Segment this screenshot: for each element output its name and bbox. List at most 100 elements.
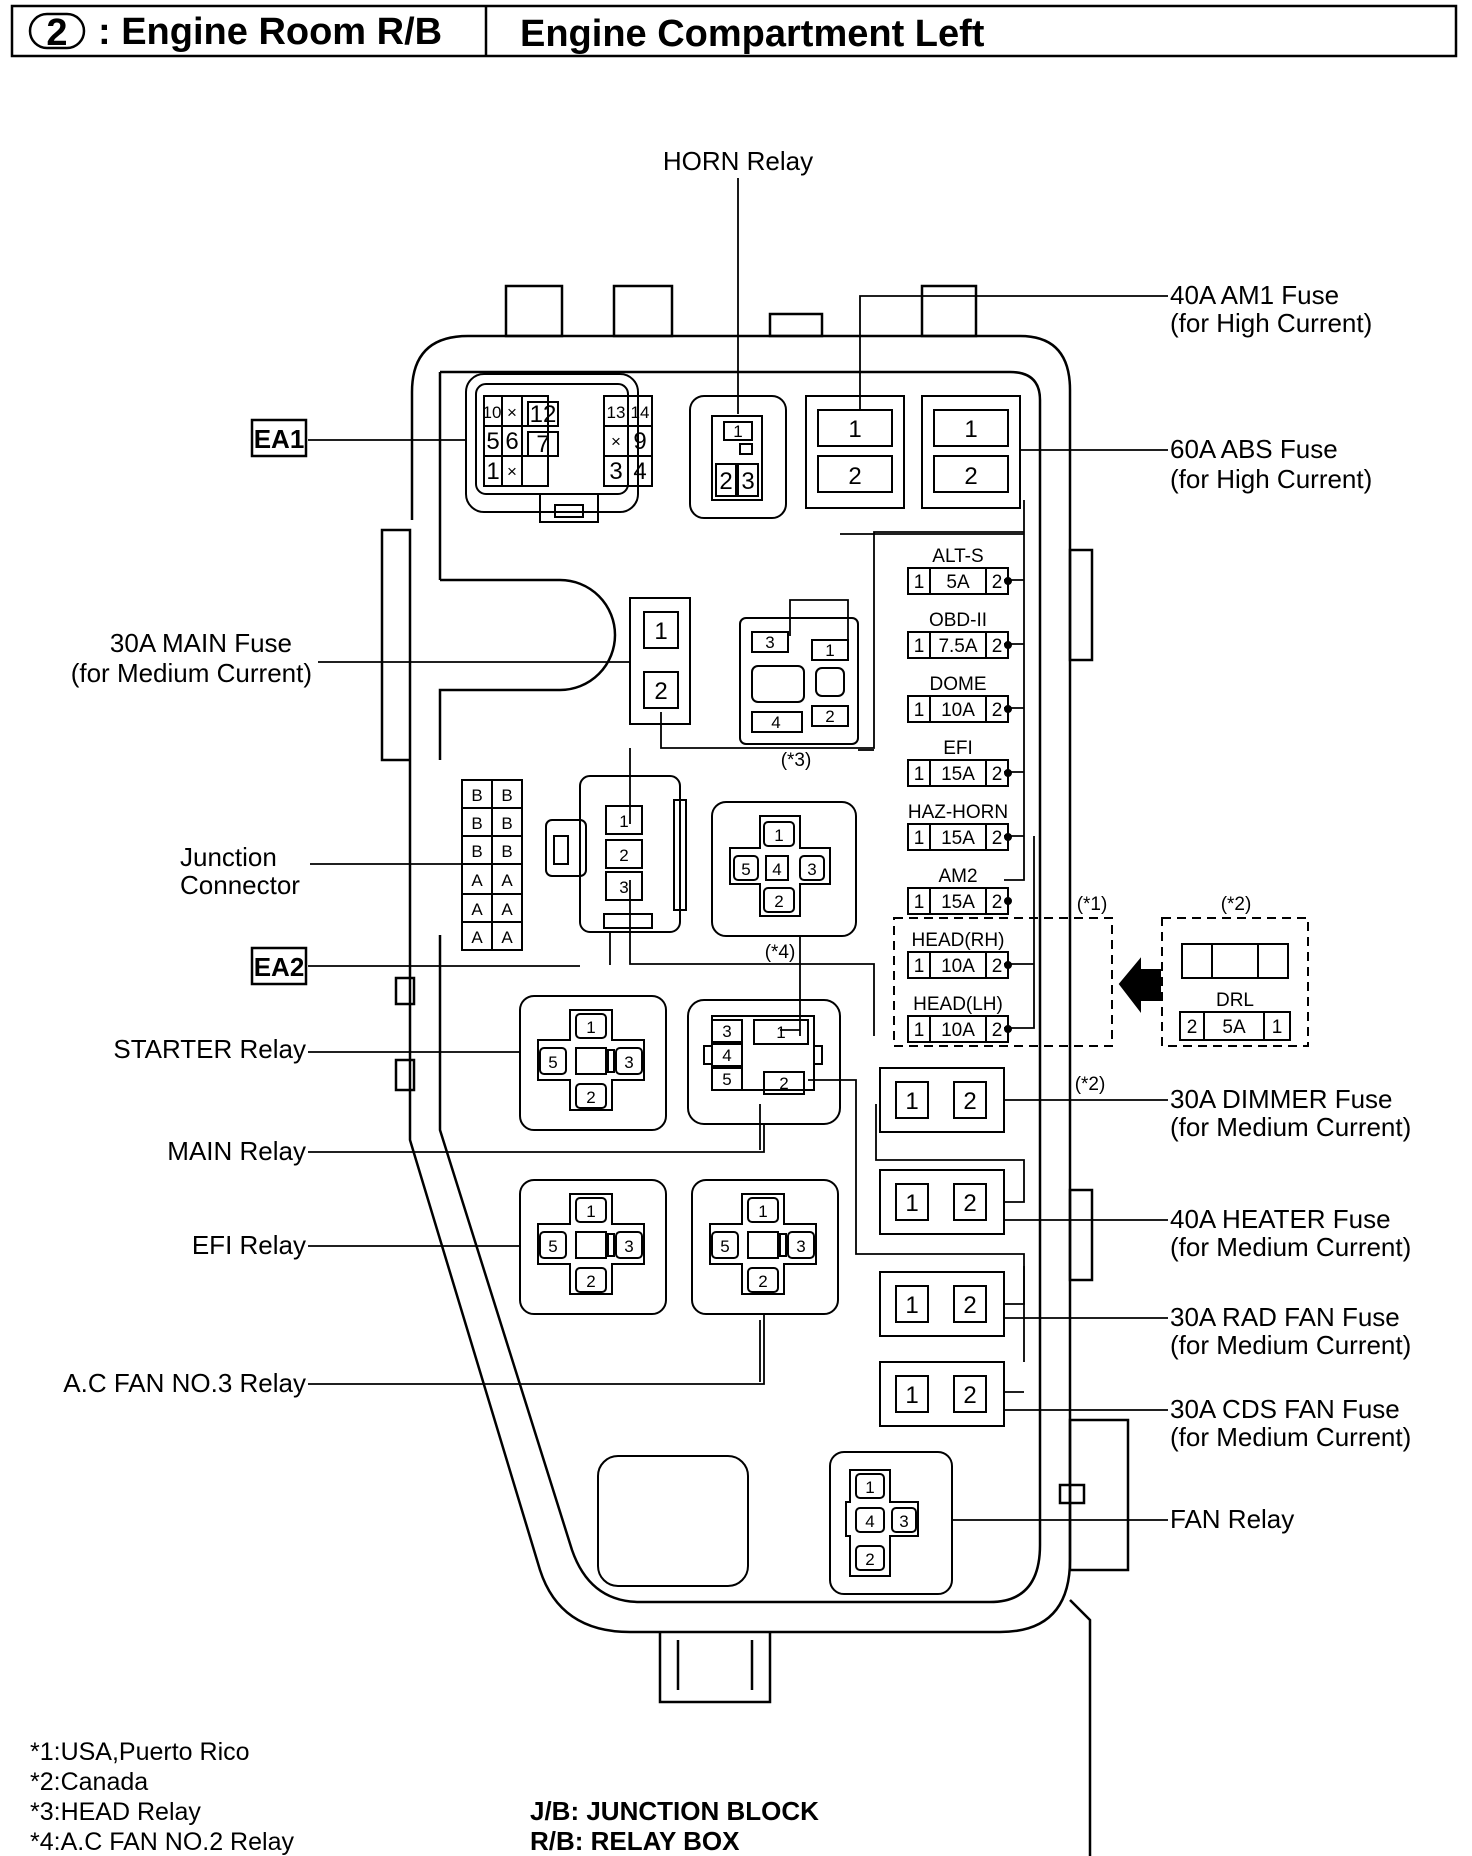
- jc-a3: A: [471, 900, 483, 919]
- leader-lines: [308, 178, 1168, 1521]
- junction-label-2: Connector: [180, 870, 300, 900]
- main-relay-label: MAIN Relay: [167, 1136, 306, 1166]
- main-relay-pin-4: 4: [722, 1046, 731, 1065]
- mini-fuse-name: DOME: [930, 674, 987, 695]
- main-fuse-pin-1: 1: [654, 618, 667, 645]
- abs-fuse-label: 60A ABS Fuse: [1170, 434, 1338, 464]
- mini-fuse-amp: 7.5A: [938, 636, 977, 657]
- head-relay-pin-1: 1: [825, 641, 834, 660]
- ea2-connector: 1 2 3: [545, 775, 687, 933]
- acfan2-pin-3: 3: [807, 860, 816, 879]
- fan-relay-pin-4: 4: [865, 1512, 874, 1531]
- cdsfan-pin-1: 1: [905, 1382, 918, 1409]
- wiring-traces: [609, 500, 1035, 1393]
- marker-acfan2-relay: (*4): [765, 942, 796, 963]
- starter-relay: 1 5 3 2: [519, 995, 667, 1131]
- mini-fuse-amp: 10A: [941, 956, 975, 977]
- mini-fuse-name: OBD-II: [929, 610, 987, 631]
- mini-fuse-amp: 15A: [941, 828, 975, 849]
- dimmer-fuse-label: 30A DIMMER Fuse: [1170, 1084, 1393, 1114]
- legend-jb: J/B: JUNCTION BLOCK: [530, 1796, 819, 1826]
- footnote-3: *3:HEAD Relay: [30, 1798, 201, 1826]
- acfan2-pin-1: 1: [774, 826, 783, 845]
- mini-fuse-terminal: [1004, 705, 1012, 713]
- main-fuse: 1 2: [629, 597, 691, 725]
- marker-canada-drl: (*2): [1221, 894, 1252, 915]
- starter-pin-1: 1: [586, 1018, 595, 1037]
- am1-fuse-sub: (for High Current): [1170, 308, 1372, 338]
- cdsfan-fuse-label: 30A CDS FAN Fuse: [1170, 1394, 1400, 1424]
- efi-relay: 1 5 3 2: [519, 1179, 667, 1315]
- drl-fuse-group: DRL 2 5A 1: [1161, 917, 1309, 1047]
- ea1-connector: 10 × 12 5 6 7 1 × 13 14 × 9 3 4: [465, 373, 653, 523]
- header-right-title: Engine Compartment Left: [520, 13, 985, 55]
- jc-a1: A: [471, 871, 483, 890]
- drl-pin-1: 1: [1272, 1017, 1283, 1038]
- ea2-pin-1: 1: [619, 812, 628, 831]
- head-relay: 3 1 4 2: [739, 617, 859, 745]
- heater-fuse-label: 40A HEATER Fuse: [1170, 1204, 1391, 1234]
- mini-fuse-pin-1: 1: [914, 956, 925, 977]
- heater-pin-2: 2: [963, 1190, 976, 1217]
- am1-pin-2: 2: [848, 463, 861, 490]
- arrow-icon: [1118, 957, 1161, 1013]
- jc-b3: B: [471, 814, 482, 833]
- abs-fuse: 1 2: [921, 395, 1021, 509]
- mini-fuse-pin-2: 2: [992, 700, 1003, 721]
- ea1-pin-5: 5: [486, 428, 499, 455]
- abs-pin-1: 1: [964, 416, 977, 443]
- mini-fuse-pin-1: 1: [914, 700, 925, 721]
- mini-fuse-pin-2: 2: [992, 956, 1003, 977]
- acfan3-pin-5: 5: [720, 1237, 729, 1256]
- legend-rb: R/B: RELAY BOX: [530, 1826, 740, 1856]
- header-left-title: : Engine Room R/B: [98, 11, 442, 53]
- jc-b5: B: [471, 842, 482, 861]
- acfan3-pin-3: 3: [796, 1237, 805, 1256]
- cdsfan-pin-2: 2: [963, 1382, 976, 1409]
- heater-fuse: 1 2: [879, 1169, 1005, 1235]
- acfan3-relay: 1 5 3 2: [691, 1179, 839, 1315]
- usa-head-group: [893, 917, 1113, 1047]
- cdsfan-fuse-sub: (for Medium Current): [1170, 1422, 1411, 1452]
- ea2-pin-2: 2: [619, 846, 628, 865]
- mini-fuse-name: HEAD(LH): [913, 994, 1003, 1015]
- mini-fuse-pin-1: 1: [914, 572, 925, 593]
- fan-relay-pin-2: 2: [865, 1550, 874, 1569]
- header-badge: 2: [46, 12, 67, 54]
- acfan2-relay: 1 5 4 3 2: [711, 801, 857, 937]
- radfan-fuse-sub: (for Medium Current): [1170, 1330, 1411, 1360]
- acfan3-relay-label: A.C FAN NO.3 Relay: [63, 1368, 306, 1398]
- horn-relay-pin-3: 3: [741, 468, 754, 495]
- ea1-pin-13: 13: [607, 403, 626, 422]
- mini-fuse-pin-2: 2: [992, 572, 1003, 593]
- main-fuse-label: 30A MAIN Fuse: [110, 628, 292, 658]
- footnote-4: *4:A.C FAN NO.2 Relay: [30, 1828, 294, 1856]
- ea1-pin-x3: ×: [611, 432, 621, 451]
- acfan3-pin-2: 2: [758, 1272, 767, 1291]
- starter-relay-label: STARTER Relay: [113, 1034, 306, 1064]
- mini-fuse-pin-2: 2: [992, 636, 1003, 657]
- mini-fuse-pin-1: 1: [914, 1020, 925, 1041]
- ea1-pin-x2: ×: [507, 462, 517, 481]
- mini-fuse-name: AM2: [938, 866, 977, 887]
- radfan-pin-2: 2: [963, 1292, 976, 1319]
- mini-fuse-terminal: [1004, 833, 1012, 841]
- blank-cover: [597, 1455, 749, 1587]
- mini-fuse-terminal: [1004, 769, 1012, 777]
- fan-relay-pin-1: 1: [865, 1478, 874, 1497]
- efi-relay-label: EFI Relay: [192, 1230, 306, 1260]
- mini-fuse-pin-1: 1: [914, 636, 925, 657]
- ea1-pin-12: 12: [530, 401, 557, 428]
- horn-relay-pin-2: 2: [719, 468, 732, 495]
- abs-pin-2: 2: [964, 463, 977, 490]
- head-relay-pin-2: 2: [825, 707, 834, 726]
- efi-relay-pin-1: 1: [586, 1202, 595, 1221]
- heater-fuse-sub: (for Medium Current): [1170, 1232, 1411, 1262]
- mini-fuse-name: EFI: [943, 738, 973, 759]
